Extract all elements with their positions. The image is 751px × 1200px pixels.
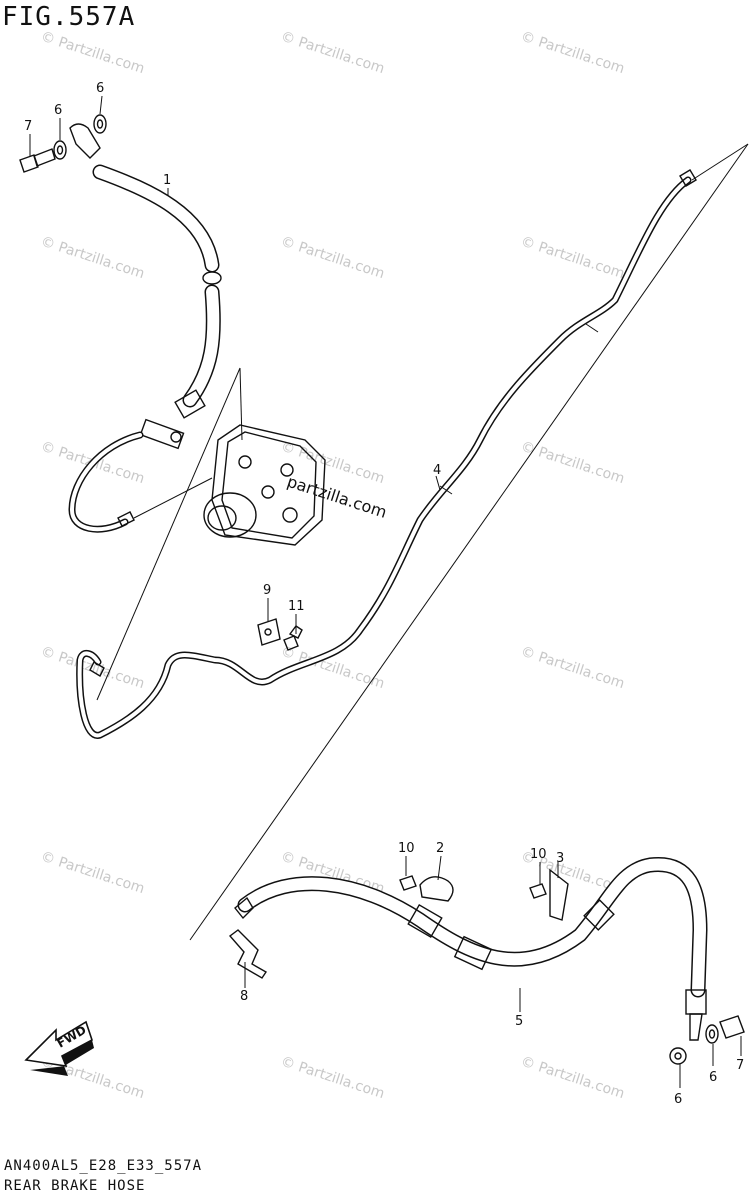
clamp-3[interactable] — [549, 868, 569, 921]
bolt-10-a[interactable] — [399, 875, 417, 891]
banjo-bolt-7-top[interactable] — [19, 148, 56, 173]
fwd-arrow: FWD — [24, 1020, 94, 1076]
watermark-text: © Partzilla.com — [519, 644, 627, 693]
figure-title: FIG.557A — [2, 2, 136, 32]
washer-6-bottom-b[interactable] — [705, 1024, 719, 1044]
watermark-text: © Partzilla.com — [519, 234, 627, 283]
callout-4: 4 — [433, 463, 441, 478]
bolt-11[interactable] — [283, 625, 303, 651]
washer-6-top-a[interactable] — [53, 140, 67, 160]
callout-6b: 6 — [54, 103, 62, 118]
callout-6d: 6 — [709, 1070, 717, 1085]
callout-7a: 7 — [24, 119, 32, 134]
bracket-9[interactable] — [257, 618, 281, 646]
watermark-text: © Partzilla.com — [39, 644, 147, 693]
banjo-bolt-7-bottom[interactable] — [719, 1015, 745, 1039]
watermark-text: © Partzilla.com — [279, 29, 387, 78]
clamp-2[interactable] — [419, 876, 454, 902]
washer-6-bottom-a[interactable] — [669, 1047, 687, 1065]
abs-unit[interactable] — [203, 367, 326, 546]
callout-10b: 10 — [530, 847, 547, 862]
figure-caption: REAR BRAKE HOSE — [4, 1178, 146, 1194]
washer-6-top-b[interactable] — [93, 114, 107, 134]
callout-10a: 10 — [398, 841, 415, 856]
brake-hose-5[interactable] — [234, 856, 708, 1041]
watermark-text: © Partzilla.com — [279, 234, 387, 283]
watermark-text: © Partzilla.com — [519, 439, 627, 488]
callout-5: 5 — [515, 1014, 523, 1029]
watermark-text: © Partzilla.com — [279, 1054, 387, 1103]
brake-hose-1[interactable] — [69, 123, 222, 450]
callout-2: 2 — [436, 841, 444, 856]
callout-6c: 6 — [674, 1092, 682, 1107]
leader-lines — [29, 95, 742, 1088]
guide-line-lower — [189, 143, 749, 941]
callout-9: 9 — [263, 583, 271, 598]
watermark-text: © Partzilla.com — [519, 1054, 627, 1103]
guide-line-top — [691, 143, 749, 181]
callout-6a: 6 — [96, 81, 104, 96]
brake-pipe-front[interactable] — [68, 431, 213, 533]
figure-code: AN400AL5_E28_E33_557A — [4, 1158, 203, 1174]
clip-8[interactable] — [228, 929, 267, 979]
callout-3: 3 — [556, 851, 564, 866]
watermark-text: © Partzilla.com — [519, 29, 627, 78]
callout-7b: 7 — [736, 1058, 744, 1073]
watermark-text: © Partzilla.com — [39, 29, 147, 78]
callout-8: 8 — [240, 989, 248, 1004]
callout-11: 11 — [288, 599, 305, 614]
brake-pipe-4[interactable] — [76, 169, 697, 739]
watermark-text: © Partzilla.com — [39, 234, 147, 283]
guide-line-left — [96, 367, 241, 701]
watermark-text: © Partzilla.com — [39, 849, 147, 898]
callout-1: 1 — [163, 173, 171, 188]
bolt-10-b[interactable] — [529, 883, 547, 899]
